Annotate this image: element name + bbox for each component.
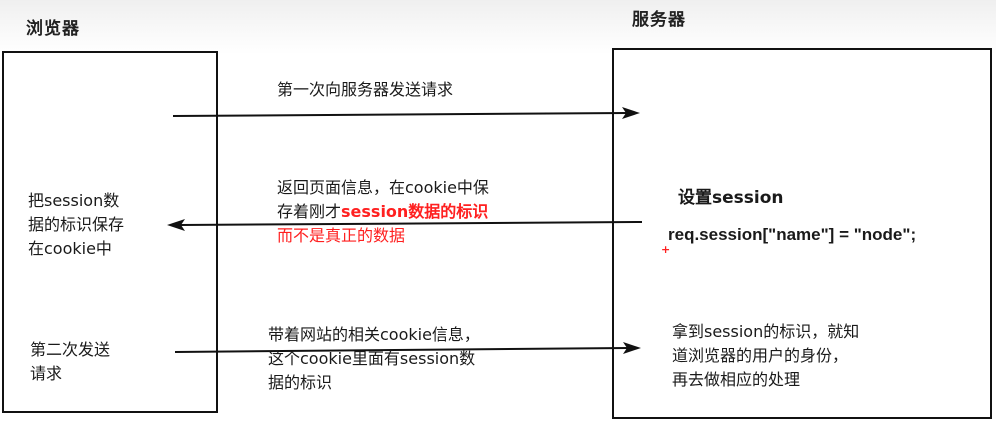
response-label-line-1: 返回页面信息，在cookie中保 xyxy=(277,178,489,197)
arrow-response xyxy=(179,221,643,226)
response-label-black: 存着刚才 xyxy=(277,202,342,221)
second-request-label-line-3: 据的标识 xyxy=(268,373,333,392)
session-code: req.session["name"] = "node"; xyxy=(668,225,917,244)
browser-save-note-line-3: 在cookie中 xyxy=(28,239,112,258)
arrow-second-request xyxy=(174,347,629,353)
arrowhead-right-icon xyxy=(623,342,641,354)
second-request-label-line-2: 这个cookie里面有session数 xyxy=(268,349,476,368)
second-request-label-line-1: 带着网站的相关cookie信息， xyxy=(268,325,480,344)
server-identify-note-line-1: 拿到session的标识，就知 xyxy=(672,322,860,341)
browser-save-note-line-2: 据的标识保存 xyxy=(28,215,125,234)
arrowhead-left-icon xyxy=(167,219,185,231)
browser-second-request-line-1: 第二次发送 xyxy=(30,340,111,359)
response-label-line-2: 存着刚才session数据的标识 xyxy=(277,200,488,224)
server-title: 服务器 xyxy=(632,10,686,30)
first-request-label: 第一次向服务器发送请求 xyxy=(277,80,454,99)
arrow-first-request xyxy=(172,112,629,117)
server-box xyxy=(612,48,992,419)
server-identify-note-line-2: 道浏览器的用户的身份， xyxy=(672,346,849,365)
server-identify-note-line-3: 再去做相应的处理 xyxy=(672,370,801,389)
response-label-red: session数据的标识 xyxy=(341,202,489,221)
response-label-line-3: 而不是真正的数据 xyxy=(277,226,406,245)
browser-second-request-line-2: 请求 xyxy=(30,364,63,383)
set-session-title: 设置session xyxy=(678,188,784,208)
browser-title: 浏览器 xyxy=(26,19,80,39)
cursor-marker-icon: + xyxy=(661,243,671,256)
browser-save-note-line-1: 把session数 xyxy=(28,191,120,210)
arrowhead-right-icon xyxy=(622,107,640,119)
